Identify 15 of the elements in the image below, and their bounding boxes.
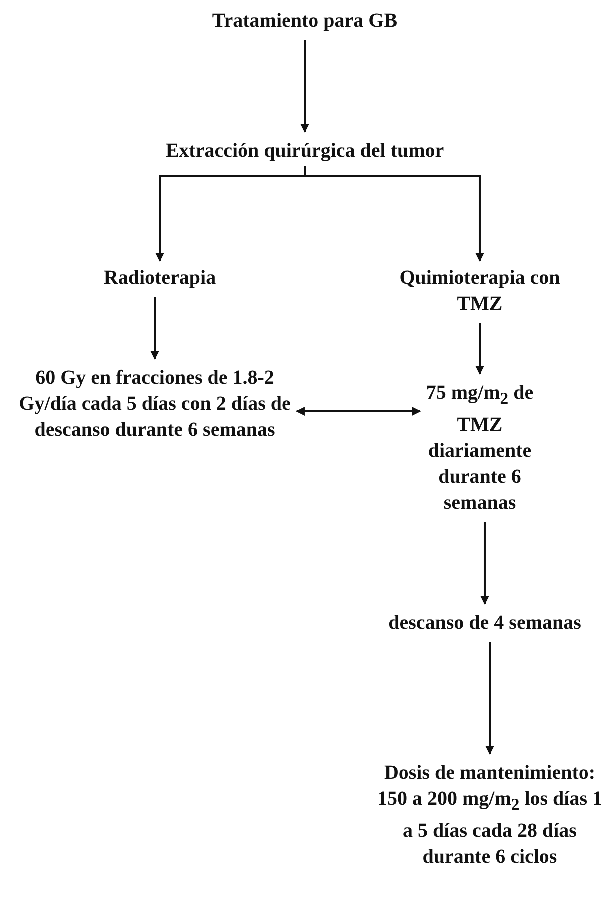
step-text: Tratamiento para GB <box>212 10 398 32</box>
step-text: Extracción quirúrgica del tumor <box>166 140 444 162</box>
step-text: 75 mg/m$_{2}$ de TMZ diariamente durante 6 semanas <box>426 382 534 514</box>
arrow <box>150 297 160 360</box>
arrow <box>296 407 422 416</box>
step-text: Dosis de mantenimiento: 150 a 200 mg/m$_{2}$ los días 1 a 5 días cada 28 días durante 6 ciclos <box>377 762 603 868</box>
arrow <box>304 166 484 262</box>
arrow <box>300 40 310 133</box>
arrow <box>476 323 484 375</box>
step-text: Quimioterapia con TMZ <box>400 267 560 315</box>
arrow <box>486 642 494 755</box>
step-text: 60 Gy en fracciones de 1.8-2 Gy/día cada 5 días con 2 días de descanso durante 6 semanas <box>19 367 291 441</box>
step-text: Radioterapia <box>104 267 216 289</box>
arrow <box>480 522 490 605</box>
step-text: descanso de 4 semanas <box>388 612 582 634</box>
